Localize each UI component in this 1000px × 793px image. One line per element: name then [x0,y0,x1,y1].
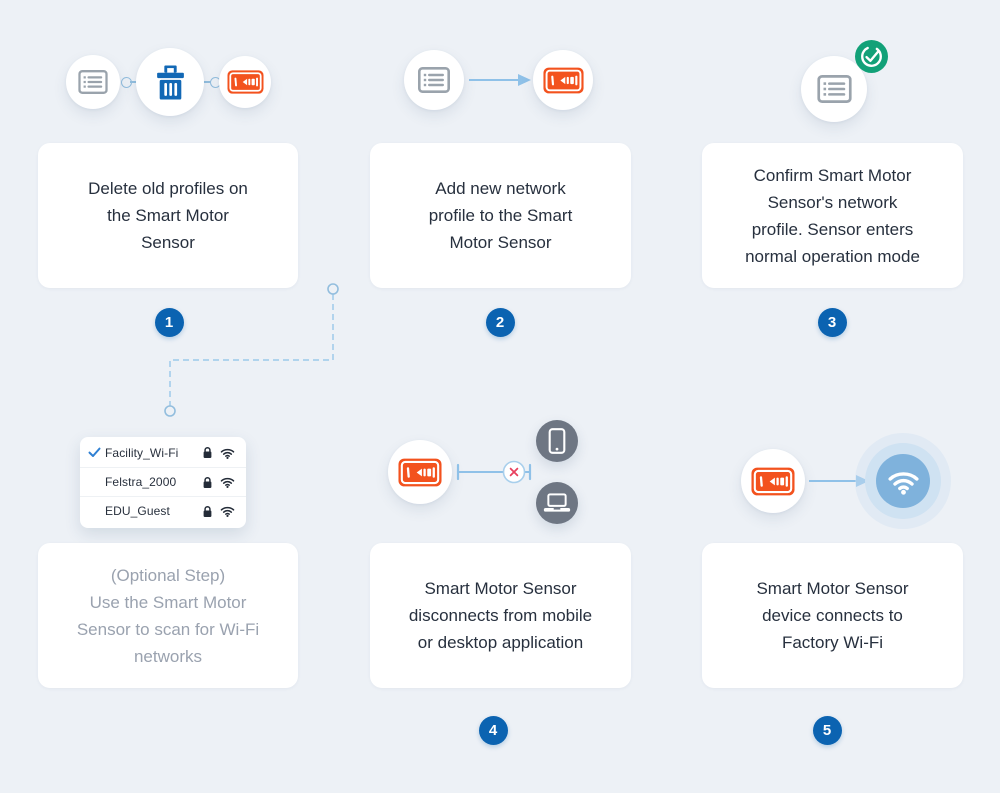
wifi-network-name: Felstra_2000 [105,475,177,489]
step-card-1: Delete old profiles on the Smart Motor S… [38,143,298,288]
step-card-2: Add new network profile to the Smart Mot… [370,143,631,288]
step-1-text: Delete old profiles on the Smart Motor S… [88,179,248,252]
wifi-signal-icon [220,447,235,459]
selected-check-icon [88,447,105,458]
mobile-phone-icon [536,420,578,462]
wifi-signal-icon [220,476,235,488]
connector-line [130,81,139,83]
smart-motor-sensor-icon [388,440,452,504]
step-4-text: Smart Motor Sensor disconnects from mobi… [408,579,593,652]
wifi-network-name: EDU_Guest [105,504,170,518]
optional-step-card: (Optional Step) Use the Smart Motor Sens… [38,543,298,688]
arrow-right-icon [469,74,531,86]
step-2-badge: 2 [485,307,515,337]
factory-wifi-icon [876,454,930,508]
step-card-3: Confirm Smart Motor Sensor's network pro… [702,143,963,288]
connector-node-icon [164,405,176,417]
wifi-network-name: Facility_Wi-Fi [105,445,179,460]
step-5-text: Smart Motor Sensor device connects to Fa… [756,579,909,652]
arrow-right-icon [809,475,869,487]
wifi-network-row[interactable]: Facility_Wi-Fi [80,438,246,467]
lock-icon [202,476,213,489]
disconnect-x-icon [456,460,532,484]
lock-icon [202,446,213,459]
smart-motor-sensor-icon [219,56,271,108]
lock-icon [202,505,213,518]
trash-icon [136,48,204,116]
profiles-list-icon [404,50,464,110]
smart-motor-sensor-icon [533,50,593,110]
profiles-list-icon [66,55,120,109]
wifi-signal-icon [220,505,235,517]
step-2-text: Add new network profile to the Smart Mot… [428,179,573,252]
wifi-network-row[interactable]: Felstra_2000 [80,467,246,496]
connector-line [202,81,211,83]
profiles-list-icon [801,56,867,122]
wifi-network-row[interactable]: EDU_Guest [80,496,246,525]
optional-step-text: (Optional Step) Use the Smart Motor Sens… [76,565,260,666]
step-card-4: Smart Motor Sensor disconnects from mobi… [370,543,631,688]
step-5-badge: 5 [812,715,842,745]
laptop-icon [536,482,578,524]
connector-node-icon [327,283,339,295]
step-card-5: Smart Motor Sensor device connects to Fa… [702,543,963,688]
step-4-badge: 4 [478,715,508,745]
step-3-text: Confirm Smart Motor Sensor's network pro… [745,165,920,266]
step-3-badge: 3 [817,307,847,337]
step-1-badge: 1 [154,307,184,337]
smart-motor-sensor-icon [741,449,805,513]
wifi-network-list: Facility_Wi-Fi Felstra_2000 EDU_Guest [80,437,246,528]
